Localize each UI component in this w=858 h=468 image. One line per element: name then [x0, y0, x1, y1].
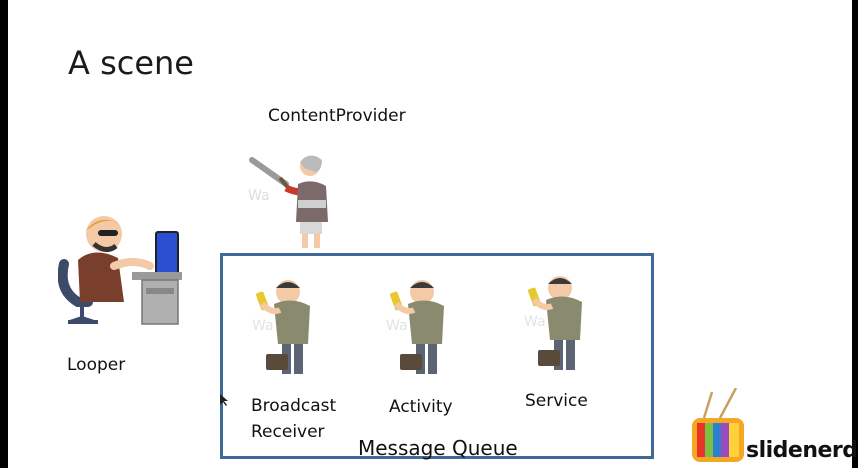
content-provider-label: ContentProvider: [268, 106, 406, 126]
message-queue-label: Message Queue: [358, 436, 518, 460]
right-edge-bar: [852, 0, 858, 468]
brand-name: slidenerd: [746, 438, 858, 463]
broadcast-receiver-label-line1: Broadcast: [251, 396, 337, 416]
activity-label: Activity: [389, 397, 453, 417]
svg-text:Wa: Wa: [252, 318, 274, 334]
content-provider-figure: Wa: [248, 155, 328, 248]
broadcast-receiver-figure: Wa: [252, 280, 310, 374]
activity-figure: Wa: [386, 280, 444, 374]
svg-text:Wa: Wa: [386, 318, 408, 334]
slide-title: A scene: [68, 44, 194, 82]
service-label: Service: [525, 391, 588, 411]
tv-logo-icon: [692, 388, 744, 462]
message-queue-box: [220, 253, 654, 459]
left-edge-bar: [0, 0, 8, 468]
looper-label: Looper: [67, 355, 126, 375]
service-figure: Wa: [524, 276, 582, 370]
mouse-cursor-icon: [220, 394, 228, 406]
svg-text:Wa: Wa: [248, 188, 270, 204]
broadcast-receiver-label-line2: Receiver: [251, 422, 325, 442]
looper-figure: [58, 216, 182, 325]
svg-text:Wa: Wa: [524, 314, 546, 330]
broadcast-receiver-label: Broadcast Receiver: [251, 393, 336, 445]
